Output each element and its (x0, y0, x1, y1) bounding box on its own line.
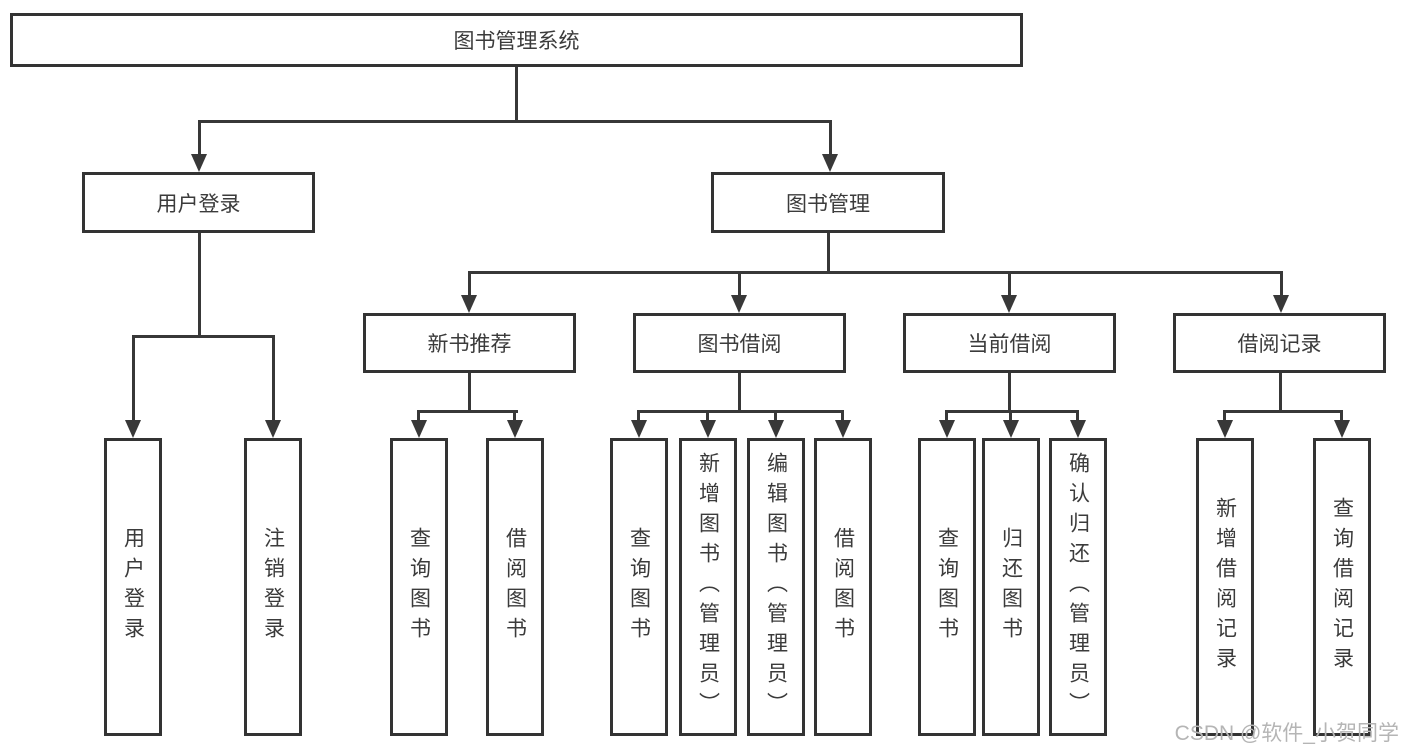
arrow-down-icon (125, 420, 141, 438)
leaf-label: 查询图书 (935, 527, 959, 647)
connector-drop (841, 410, 844, 422)
node-new-book-recommendation: 新书推荐 (363, 313, 576, 373)
node-book-borrowing: 图书借阅 (633, 313, 846, 373)
connector-drop (417, 410, 420, 422)
node-label: 图书管理系统 (453, 30, 580, 53)
node-book-management: 图书管理 (711, 172, 945, 233)
connector-drop (637, 410, 640, 422)
leaf-label: 借阅图书 (503, 527, 527, 647)
connector-current-stem (1008, 373, 1011, 413)
leaf-label: 借阅图书 (831, 527, 855, 647)
node-current-borrowing: 当前借阅 (903, 313, 1116, 373)
node-label: 借阅记录 (1237, 333, 1322, 356)
arrow-down-icon (1070, 420, 1086, 438)
node-user-login: 用户登录 (82, 172, 315, 233)
arrow-down-icon (1273, 295, 1289, 313)
connector-drop (1076, 410, 1079, 422)
leaf-label: 查询图书 (627, 527, 651, 647)
connector-mgmt-stem (827, 233, 830, 273)
leaf-return-books: 归还图书 (982, 438, 1040, 736)
connector-drop-current-borrowing (1008, 271, 1011, 297)
connector-current-bar (945, 410, 1079, 413)
leaf-label: 归还图书 (999, 527, 1023, 647)
connector-drop-borrowing-records (1280, 271, 1283, 297)
node-label: 当前借阅 (967, 333, 1052, 356)
arrow-down-icon (1001, 295, 1017, 313)
connector-drop-leaf-logout (272, 335, 275, 420)
arrow-down-icon (822, 154, 838, 172)
leaf-query-books-current: 查询图书 (918, 438, 976, 736)
arrow-down-icon (1217, 420, 1233, 438)
leaf-label: 确认归还（管理员） (1066, 452, 1090, 722)
connector-mgmt-bar (468, 271, 1283, 274)
arrow-down-icon (461, 295, 477, 313)
connector-login-stem (198, 233, 201, 337)
arrow-down-icon (1334, 420, 1350, 438)
connector-borrow-bar (637, 410, 844, 413)
arrow-down-icon (768, 420, 784, 438)
connector-root-stem (515, 67, 518, 121)
connector-drop-user-login (198, 120, 201, 156)
leaf-label: 用户登录 (121, 527, 145, 647)
node-label: 新书推荐 (427, 333, 512, 356)
node-label: 图书借阅 (697, 333, 782, 356)
leaf-add-borrow-record: 新增借阅记录 (1196, 438, 1254, 736)
connector-newbook-bar (417, 410, 518, 413)
leaf-confirm-return-admin: 确认归还（管理员） (1049, 438, 1107, 736)
connector-records-stem (1279, 373, 1282, 413)
connector-drop-new-book (468, 271, 471, 297)
arrow-down-icon (731, 295, 747, 313)
arrow-down-icon (835, 420, 851, 438)
arrow-down-icon (631, 420, 647, 438)
connector-drop (513, 410, 516, 422)
connector-drop (1009, 410, 1012, 422)
node-label: 图书管理 (786, 192, 870, 216)
node-library-management-system: 图书管理系统 (10, 13, 1023, 67)
leaf-query-books-newbook: 查询图书 (390, 438, 448, 736)
connector-newbook-stem (468, 373, 471, 413)
leaf-add-books-admin: 新增图书（管理员） (679, 438, 737, 736)
connector-drop (1340, 410, 1343, 422)
connector-drop-leaf-user-login (132, 335, 135, 420)
leaf-user-login: 用户登录 (104, 438, 162, 736)
arrow-down-icon (700, 420, 716, 438)
connector-root-bar (198, 120, 832, 123)
connector-drop (774, 410, 777, 422)
leaf-borrow-books-newbook: 借阅图书 (486, 438, 544, 736)
connector-login-bar (132, 335, 275, 338)
arrow-down-icon (1003, 420, 1019, 438)
arrow-down-icon (265, 420, 281, 438)
arrow-down-icon (191, 154, 207, 172)
leaf-label: 查询图书 (407, 527, 431, 647)
node-label: 用户登录 (156, 192, 241, 216)
node-borrowing-records: 借阅记录 (1173, 313, 1386, 373)
connector-drop (1223, 410, 1226, 422)
connector-drop-book-management (829, 120, 832, 156)
csdn-watermark: CSDN @软件_小贺同学 (1174, 722, 1399, 745)
leaf-borrow-books: 借阅图书 (814, 438, 872, 736)
leaf-label: 查询借阅记录 (1330, 497, 1354, 677)
leaf-query-borrow-record: 查询借阅记录 (1313, 438, 1371, 736)
leaf-label: 注销登录 (261, 527, 285, 647)
leaf-label: 编辑图书（管理员） (764, 452, 788, 722)
leaf-logout-login: 注销登录 (244, 438, 302, 736)
arrow-down-icon (411, 420, 427, 438)
arrow-down-icon (507, 420, 523, 438)
connector-drop (945, 410, 948, 422)
connector-drop-book-borrowing (738, 271, 741, 297)
leaf-query-books-borrowing: 查询图书 (610, 438, 668, 736)
connector-drop (706, 410, 709, 422)
leaf-label: 新增借阅记录 (1213, 497, 1237, 677)
connector-records-bar (1223, 410, 1343, 413)
connector-borrow-stem (738, 373, 741, 413)
leaf-label: 新增图书（管理员） (696, 452, 720, 722)
arrow-down-icon (939, 420, 955, 438)
leaf-edit-books-admin: 编辑图书（管理员） (747, 438, 805, 736)
